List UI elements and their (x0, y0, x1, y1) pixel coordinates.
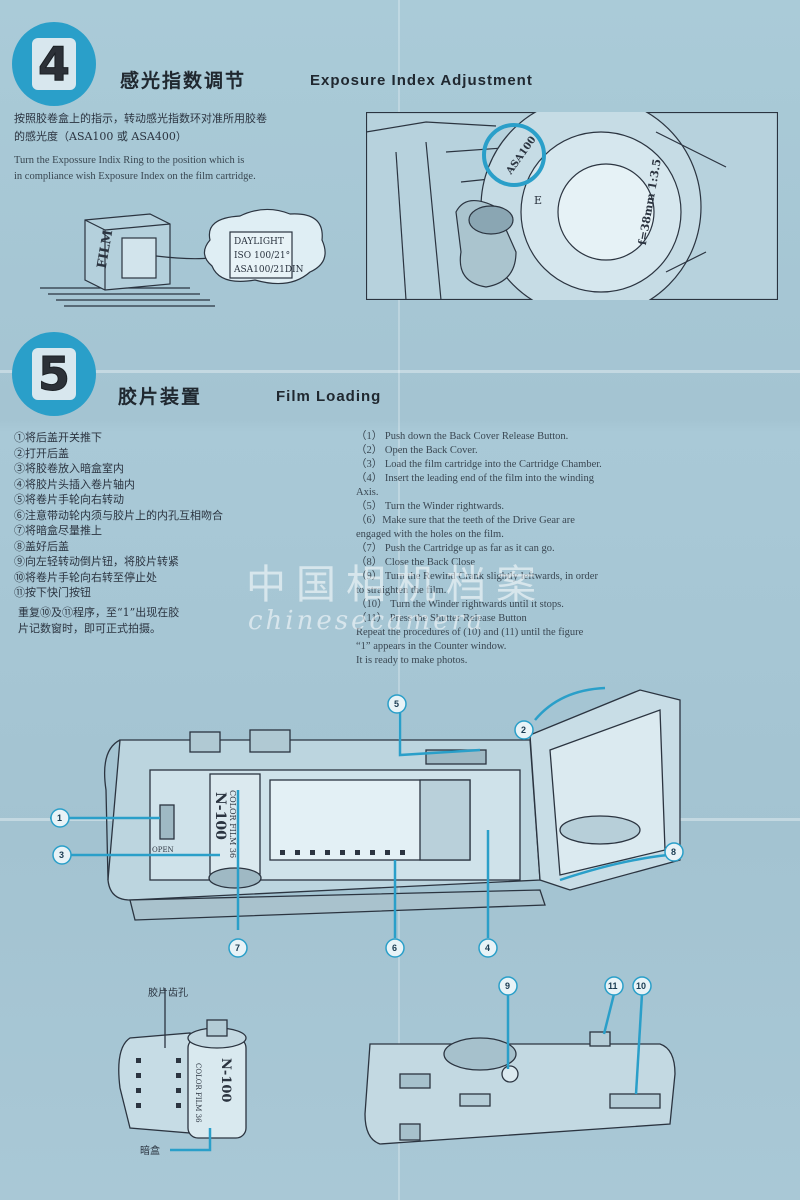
list-item: ⑪按下快门按钮 (14, 586, 91, 599)
steps-list-cn: ①将后盖开关推下 ②打开后盖 ③将胶卷放入暗盒室内 ④将胶片头插入卷片轴内 ⑤将… (14, 430, 344, 601)
camera-loading-illustration: OPEN COLOR FILM 36 N-100 5 2 1 3 7 (50, 686, 684, 958)
watermark-cn: 中国相机档案 (246, 562, 546, 608)
callout-number: 3 (59, 850, 64, 860)
list-item: （7） Push the Cartridge up as far as it c… (356, 543, 555, 554)
callout-2 (514, 720, 534, 740)
instruction-en: in compliance wish Exposure Index on the… (14, 171, 256, 182)
instruction-cn: 的感光度（ASA100 或 ASA400） (14, 130, 187, 143)
film-box-label: FILM (95, 229, 117, 270)
callout-number: 10 (636, 981, 646, 991)
watermark-en: chinesecamera (248, 606, 486, 636)
list-item: ④将胶片头插入卷片轴内 (14, 477, 135, 491)
callout-10 (632, 976, 652, 996)
list-item: （10） Turn the Winder rightwards until it… (356, 599, 564, 610)
step-number: 4 (31, 38, 76, 91)
bubble-text-1: DAYLIGHT (234, 237, 284, 247)
open-label: OPEN (152, 846, 174, 854)
callout-9 (498, 976, 518, 996)
film-box-illustration: FILM DAYLIGHT ISO 100/21° ASA100/21DIN (40, 208, 326, 307)
lens-ring-illustration: ASA100 f=38mm 1:3.5 E (366, 112, 778, 300)
section-title-en: Film Loading (276, 388, 382, 405)
list-item: ⑩将卷片手轮向右转至停止处 (14, 570, 157, 584)
list-item: （6）Make sure that the teeth of the Drive… (356, 515, 575, 526)
section-title-cn: 胶片装置 (118, 386, 203, 408)
cassette-code: N-100 (218, 1058, 233, 1102)
list-item: （3） Load the film cartridge into the Car… (356, 459, 602, 470)
list-item: （5） Turn the Winder rightwards. (356, 501, 505, 512)
list-item: to straighten the film. (356, 585, 447, 596)
list-item: （4） Insert the leading end of the film i… (356, 473, 594, 484)
list-item: ③将胶卷放入暗盒室内 (14, 462, 124, 475)
callout-number: 5 (394, 699, 399, 709)
step-number: 5 (31, 348, 76, 401)
list-item: （2） Open the Back Cover. (356, 445, 478, 456)
callout-number: 11 (608, 981, 618, 991)
step-badge-4: 4 (12, 22, 96, 106)
step-badge-5: 5 (12, 332, 96, 416)
finger-marker: E (534, 194, 542, 207)
list-item: ②打开后盖 (14, 446, 69, 460)
callout-3 (52, 845, 72, 865)
bubble-text-2: ISO 100/21° (234, 251, 290, 261)
cartridge-label: COLOR FILM 36 (228, 790, 237, 858)
callout-number: 7 (235, 943, 240, 953)
callout-number: 8 (671, 847, 676, 857)
callout-number: 9 (505, 981, 510, 991)
cassette-label: 暗盒 (140, 1144, 160, 1157)
fold-line (398, 0, 400, 1200)
list-item: （8） Close the Back Close (356, 557, 475, 568)
bubble-text-3: ASA100/21DIN (233, 265, 304, 275)
cartridge-code: N-100 (212, 792, 228, 840)
callout-number: 6 (392, 943, 397, 953)
callout-8 (664, 842, 684, 862)
repeat-note-cn: 重复⑩及⑪程序，至“1”出现在胶 (18, 606, 180, 619)
callout-5 (387, 694, 407, 714)
callout-number: 1 (57, 813, 62, 823)
camera-top-illustration: 9 11 10 (364, 976, 676, 1145)
callout-number: 4 (485, 943, 490, 953)
steps-list-en: （1） Push down the Back Cover Release But… (356, 430, 696, 668)
film-cassette-illustration: 胶片齿孔 暗盒 COLOR FILM 36 N-100 (118, 986, 247, 1157)
list-item: ⑥注意带动轮内须与胶片上的内孔互相吻合 (14, 508, 223, 522)
section-title-cn: 感光指数调节 (120, 70, 247, 92)
callout-1 (50, 808, 70, 828)
list-item: ⑧盖好后盖 (14, 539, 69, 553)
callout-6 (385, 938, 405, 958)
list-item: It is ready to make photos. (356, 655, 468, 666)
perforation-label: 胶片齿孔 (148, 986, 188, 999)
list-item: ⑤将卷片手轮向右转动 (14, 493, 124, 506)
callout-7 (228, 938, 248, 958)
callout-number: 2 (521, 725, 526, 735)
section-title-en: Exposure Index Adjustment (310, 72, 533, 89)
cassette-text: COLOR FILM 36 (194, 1063, 202, 1123)
list-item: Repeat the procedures of (10) and (11) u… (356, 627, 584, 638)
list-item: “1” appears in the Counter window. (356, 641, 507, 652)
instruction-cn: 按照胶卷盒上的指示，转动感光指数环对准所用胶卷 (14, 112, 267, 125)
list-item: （1） Push down the Back Cover Release But… (356, 431, 569, 442)
callout-11 (604, 976, 624, 996)
list-item: ①将后盖开关推下 (14, 431, 102, 444)
list-item: engaged with the holes on the film. (356, 529, 504, 540)
instruction-en: Turn the Expossure Indix Ring to the pos… (14, 155, 245, 166)
list-item: （9） Turn the Rewind Crank slightly leftw… (356, 571, 598, 582)
repeat-note-cn: 片记数窗时，即可正式拍摄。 (18, 622, 161, 635)
list-item: ⑨向左轻转动倒片钮，将胶片转紧 (14, 555, 179, 568)
callout-4 (478, 938, 498, 958)
list-item: Axis. (356, 487, 379, 498)
fold-line (0, 370, 800, 373)
list-item: ⑦将暗盒尽量推上 (14, 524, 102, 537)
list-item: （11） Press the Shutter Release Button (356, 613, 527, 624)
